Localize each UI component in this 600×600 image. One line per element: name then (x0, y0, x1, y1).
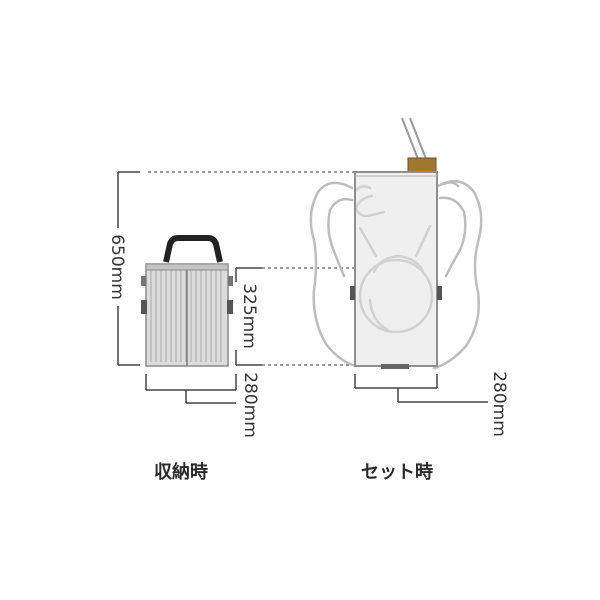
case-clasp-right (227, 300, 233, 314)
set-caption: セット時 (361, 462, 433, 483)
folded-height-dimension (235, 267, 262, 366)
folded-width-dimension (145, 374, 237, 404)
total-height-label: 650mm (107, 234, 127, 300)
set-panel (350, 171, 442, 369)
folded-case (141, 235, 233, 367)
strap-buckle (407, 157, 437, 173)
set-width-dimension (354, 374, 488, 403)
case-clasp-left (141, 300, 147, 314)
set-width-label: 280mm (489, 371, 509, 437)
strap (401, 117, 437, 173)
case-ribs (150, 270, 222, 362)
set-panel-foot (381, 364, 409, 369)
dotted-reference-lines (148, 171, 355, 366)
folded-height-label: 325mm (239, 283, 259, 349)
case-handle (163, 235, 223, 263)
total-height-dimension (117, 171, 140, 366)
stored-caption: 収納時 (154, 461, 208, 483)
folded-width-label: 280mm (240, 372, 260, 438)
set-panel-body (354, 171, 438, 367)
